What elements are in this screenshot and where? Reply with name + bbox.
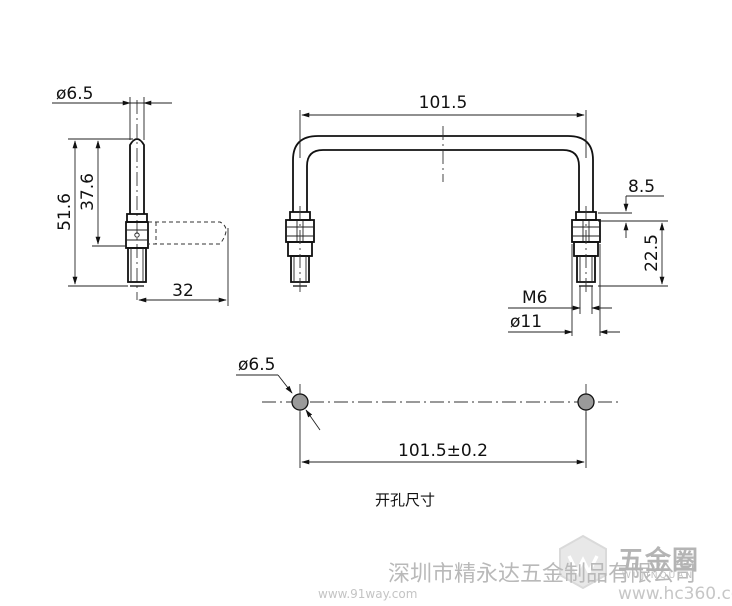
dim-side-offset: 32 <box>172 281 194 301</box>
dim-side-rod-height: 37.6 <box>78 173 98 211</box>
dim-nut-dia: ø11 <box>510 312 542 332</box>
watermark-logo-name: 五金圈 <box>618 546 700 576</box>
watermark-company: 深圳市精永达五金制品有限公司 <box>388 562 697 587</box>
hole-layout: ø6.5 101.5±0.2 开孔尺寸 <box>236 355 622 509</box>
side-stud <box>127 247 147 283</box>
left-foot <box>285 206 315 292</box>
side-view: ø6.5 51.6 37.6 32 <box>52 84 229 306</box>
side-rod <box>129 138 145 214</box>
right-foot <box>571 206 601 292</box>
watermark-logo-sub: WUJINQUAN <box>622 571 695 581</box>
dim-thread-length: 22.5 <box>642 234 662 272</box>
dim-side-total-height: 51.6 <box>55 193 75 231</box>
dim-side-dia: ø6.5 <box>56 84 93 104</box>
left-hole <box>291 393 309 411</box>
caption-hole-size: 开孔尺寸 <box>375 491 435 509</box>
side-folded-outline <box>148 221 227 245</box>
dim-hole-spacing: 101.5±0.2 <box>398 441 488 461</box>
dim-nut-height: 8.5 <box>628 177 655 197</box>
side-pin-hole <box>134 232 140 238</box>
front-view: 101.5 8.5 22.5 M6 ø11 <box>285 93 668 336</box>
right-hole <box>577 393 595 411</box>
watermark-url-small: www.91way.com <box>318 587 418 601</box>
watermark-logo-url: www.hc360.com <box>618 584 732 604</box>
dim-front-width: 101.5 <box>419 93 468 113</box>
dim-hole-dia: ø6.5 <box>238 355 275 375</box>
watermark-logo-emblem <box>559 534 607 590</box>
dim-thread: M6 <box>522 288 547 308</box>
